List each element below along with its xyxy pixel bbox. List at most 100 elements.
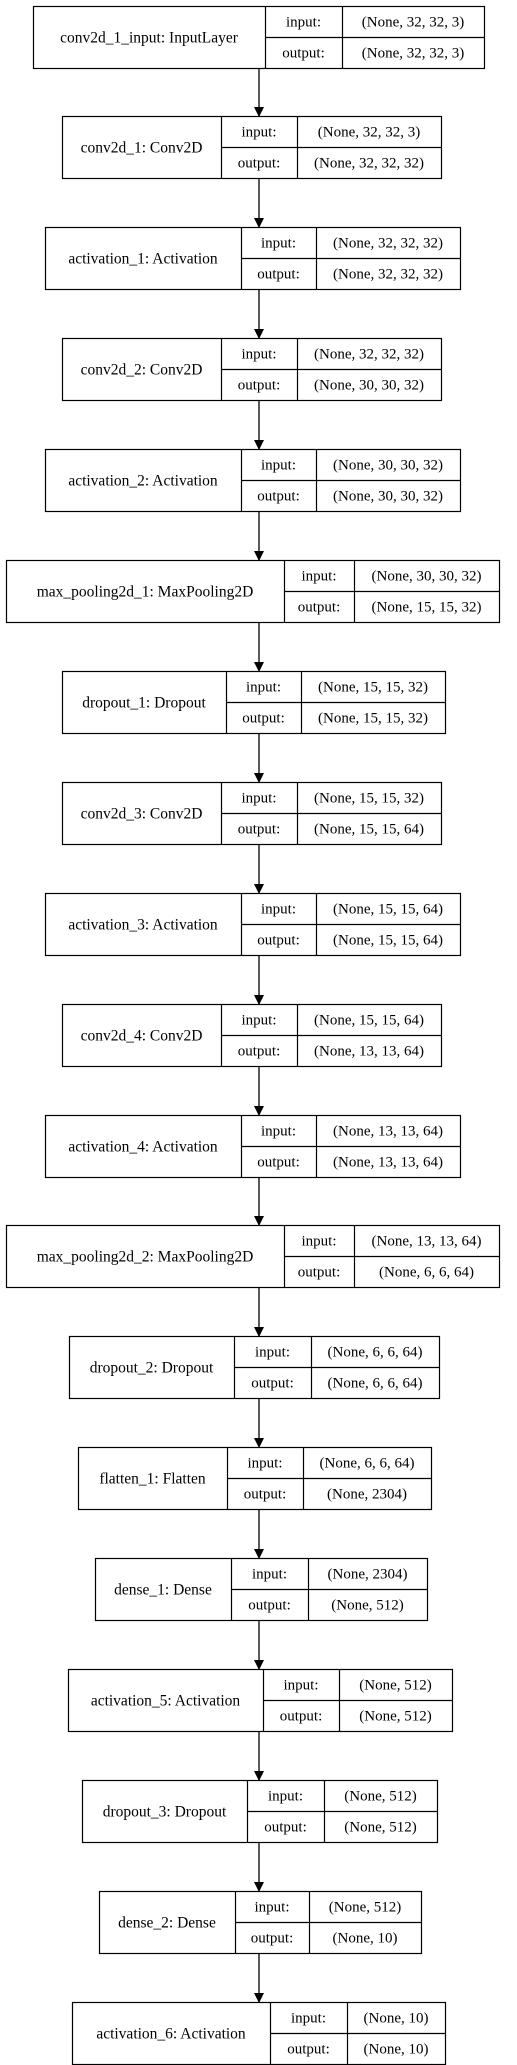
layer-node: activation_5: Activation input: output: (No… <box>67 1668 454 1733</box>
output-shape: (None, 30, 30, 32) <box>314 378 424 394</box>
layer-name: dropout_1: Dropout <box>82 695 206 712</box>
layer-name: activation_5: Activation <box>91 1693 241 1710</box>
input-shape: (None, 6, 6, 64) <box>328 1345 423 1361</box>
input-label: input: <box>261 902 296 918</box>
input-shape: (None, 30, 30, 32) <box>333 458 443 474</box>
layer-name: activation_3: Activation <box>68 917 218 934</box>
output-shape: (None, 512) <box>331 1598 403 1614</box>
input-label: input: <box>246 680 281 696</box>
output-shape: (None, 32, 32, 32) <box>314 156 424 172</box>
layer-name: max_pooling2d_2: MaxPooling2D <box>37 1249 254 1266</box>
output-label: output: <box>264 1820 307 1836</box>
layer-name: conv2d_3: Conv2D <box>81 806 203 823</box>
output-shape: (None, 13, 13, 64) <box>333 1155 443 1171</box>
input-shape: (None, 10) <box>364 2011 429 2027</box>
output-label: output: <box>282 46 325 62</box>
input-shape: (None, 512) <box>344 1789 416 1805</box>
layer-name: activation_2: Activation <box>68 473 218 490</box>
input-label: input: <box>241 125 276 141</box>
output-label: output: <box>287 2042 330 2058</box>
input-label: input: <box>291 2011 326 2027</box>
input-shape: (None, 6, 6, 64) <box>320 1456 415 1472</box>
input-shape: (None, 13, 13, 64) <box>372 1234 482 1250</box>
layer-node: flatten_1: Flatten input: output: (None, 6,… <box>77 1446 433 1511</box>
input-shape: (None, 512) <box>359 1678 431 1694</box>
layer-name: activation_1: Activation <box>68 251 218 268</box>
layer-node: dense_2: Dense input: output: (None, 512) (N… <box>98 1890 423 1955</box>
layer-name: conv2d_2: Conv2D <box>81 362 203 379</box>
input-label: input: <box>261 236 296 252</box>
layer-node: dropout_1: Dropout input: output: (None, 15… <box>61 670 447 735</box>
input-label: input: <box>241 1013 276 1029</box>
output-label: output: <box>251 1931 294 1947</box>
input-label: input: <box>255 1345 290 1361</box>
layer-name: dense_1: Dense <box>114 1582 212 1599</box>
output-shape: (None, 13, 13, 64) <box>314 1044 424 1060</box>
layer-node: activation_1: Activation input: output: (No… <box>44 226 462 291</box>
layer-node: activation_3: Activation input: output: (No… <box>44 892 462 957</box>
output-shape: (None, 10) <box>333 1931 398 1947</box>
input-label: input: <box>286 15 321 31</box>
output-label: output: <box>242 711 285 727</box>
output-label: output: <box>257 489 300 505</box>
input-shape: (None, 32, 32, 3) <box>362 15 464 31</box>
output-shape: (None, 6, 6, 64) <box>379 1265 474 1281</box>
input-shape: (None, 15, 15, 64) <box>333 902 443 918</box>
output-shape: (None, 512) <box>359 1709 431 1725</box>
output-label: output: <box>251 1376 294 1392</box>
layer-name: dropout_3: Dropout <box>103 1804 227 1821</box>
output-shape: (None, 512) <box>344 1820 416 1836</box>
input-shape: (None, 512) <box>329 1900 401 1916</box>
layer-name: dense_2: Dense <box>118 1915 216 1932</box>
input-label: input: <box>247 1456 282 1472</box>
output-shape: (None, 15, 15, 32) <box>318 711 428 727</box>
layer-node: max_pooling2d_1: MaxPooling2Dinput:outpu… <box>5 559 501 624</box>
layer-node: activation_6: Activation input: output: (No… <box>71 2001 447 2065</box>
layer-name: flatten_1: Flatten <box>99 1471 206 1488</box>
layer-name: conv2d_1_input: InputLayer <box>60 30 239 47</box>
layer-node: activation_2: Activation input: output: (No… <box>44 448 462 513</box>
layer-node: max_pooling2d_2: MaxPooling2Dinput:outpu… <box>5 1224 501 1289</box>
input-label: input: <box>252 1567 287 1583</box>
output-label: output: <box>257 267 300 283</box>
layer-name: conv2d_4: Conv2D <box>81 1028 203 1045</box>
layer-name: activation_6: Activation <box>96 2026 246 2043</box>
output-shape: (None, 30, 30, 32) <box>333 489 443 505</box>
input-label: input: <box>254 1900 289 1916</box>
input-shape: (None, 30, 30, 32) <box>372 569 482 585</box>
output-label: output: <box>238 1044 281 1060</box>
input-label: input: <box>283 1678 318 1694</box>
input-label: input: <box>241 791 276 807</box>
output-label: output: <box>298 600 341 616</box>
output-shape: (None, 32, 32, 32) <box>333 267 443 283</box>
output-label: output: <box>257 933 300 949</box>
input-label: input: <box>261 1124 296 1140</box>
layer-name: activation_4: Activation <box>68 1139 218 1156</box>
layer-name: max_pooling2d_1: MaxPooling2D <box>37 584 254 601</box>
output-label: output: <box>238 378 281 394</box>
output-shape: (None, 15, 15, 64) <box>314 822 424 838</box>
input-label: input: <box>261 458 296 474</box>
input-shape: (None, 32, 32, 3) <box>318 125 420 141</box>
output-label: output: <box>280 1709 323 1725</box>
input-label: input: <box>301 1234 336 1250</box>
input-shape: (None, 32, 32, 32) <box>314 347 424 363</box>
nodes: conv2d_1_input: InputLayer input: output: (… <box>5 5 501 2065</box>
input-shape: (None, 15, 15, 32) <box>314 791 424 807</box>
output-label: output: <box>257 1155 300 1171</box>
input-shape: (None, 32, 32, 32) <box>333 236 443 252</box>
output-label: output: <box>248 1598 291 1614</box>
layer-node: activation_4: Activation input: output: (No… <box>44 1114 462 1179</box>
input-shape: (None, 15, 15, 32) <box>318 680 428 696</box>
output-shape: (None, 32, 32, 3) <box>362 46 464 62</box>
output-label: output: <box>244 1487 287 1503</box>
output-shape: (None, 6, 6, 64) <box>328 1376 423 1392</box>
